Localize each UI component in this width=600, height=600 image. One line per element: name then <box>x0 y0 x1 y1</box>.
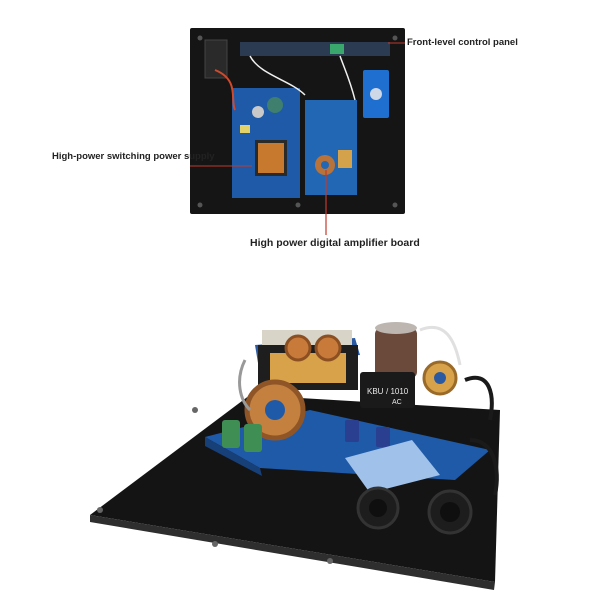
control-board-3d <box>345 440 440 493</box>
callout-lines <box>190 42 405 235</box>
label-digital-amplifier-board: High power digital amplifier board <box>250 237 420 249</box>
rectifier-bridge <box>360 372 415 408</box>
top-amplifier-plate <box>190 28 405 214</box>
rectifier-text-1: KBU <box>367 387 384 396</box>
bottom-amplifier-photo: KBU / 1010 AC <box>90 322 500 590</box>
rectifier-text-3: AC <box>392 399 402 406</box>
rectifier-text-2: / 1010 <box>386 387 409 396</box>
amp-board <box>305 100 357 195</box>
label-switching-power-supply: High-power switching power supply <box>52 151 215 162</box>
label-front-control-panel: Front-level control panel <box>407 37 518 48</box>
